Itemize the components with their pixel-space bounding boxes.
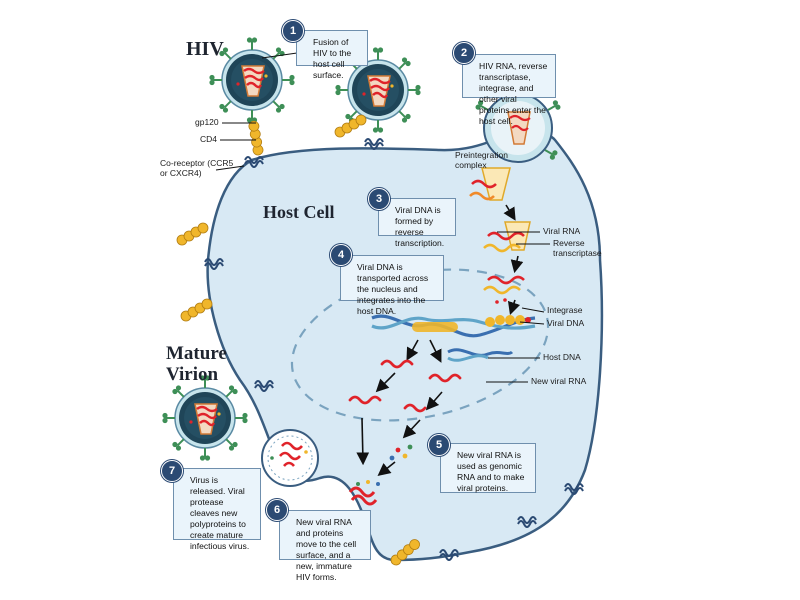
step-2-badge: 2: [453, 42, 475, 64]
mature-virion: [162, 375, 247, 460]
step-5-badge: 5: [428, 434, 450, 456]
step-7-badge: 7: [161, 460, 183, 482]
viral-protein-dots: [389, 444, 413, 461]
host-cell-label: Host Cell: [263, 202, 335, 222]
step-1-text: Fusion of HIV to the host cell surface.: [296, 30, 368, 80]
new-viral-rna-label: New viral RNA: [531, 376, 587, 386]
host-dna-label: Host DNA: [543, 352, 581, 362]
cd4-receptor-side-1: [176, 222, 209, 246]
host-cell-membrane: [206, 131, 604, 562]
step-4-text: Viral DNA is transported across the nucl…: [340, 255, 444, 316]
step-6-text: New viral RNA and proteins move to the c…: [279, 510, 371, 582]
step-2-text: HIV RNA, reverse transcriptase, integras…: [462, 54, 556, 126]
gp120-label: gp120: [195, 117, 219, 127]
step-6-badge: 6: [266, 499, 288, 521]
viral-dna-forming: [483, 275, 525, 304]
immature-virion-assembly: [348, 480, 380, 506]
step-4-badge: 4: [330, 244, 352, 266]
step-1-badge: 1: [282, 20, 304, 42]
step-7-text: Virus is released. Viral protease cleave…: [173, 468, 261, 551]
new-viral-rna-strands: [348, 359, 462, 413]
cd4-receptor-side-2: [180, 298, 213, 322]
budding-virion: [261, 429, 319, 487]
step-3-text: Viral DNA is formed by reverse transcrip…: [378, 198, 456, 248]
reverse-transcriptase-label: Reverse transcriptase: [553, 238, 602, 259]
viral-dna-label: Viral DNA: [547, 318, 585, 328]
cd4-label: CD4: [200, 134, 218, 144]
mature-virion-label: Mature Virion: [166, 343, 227, 386]
cd4-receptor-left: [239, 119, 272, 157]
coreceptor-label: Co-receptor (CCR5 or CXCR4): [160, 158, 234, 179]
integrase-label: Integrase: [547, 305, 583, 315]
step-3-badge: 3: [368, 188, 390, 210]
viral-rna-label: Viral RNA: [543, 226, 581, 236]
label-leader-lines: [215, 52, 550, 383]
step-5-text: New viral RNA is used as genomic RNA and…: [440, 443, 536, 493]
viral-entry-site: [473, 93, 563, 163]
reverse-transcription-complex: [483, 221, 531, 253]
hiv-title: HIV: [186, 38, 224, 60]
preintegration-complex: [469, 167, 511, 201]
preintegration-complex-label: Preintegration complex: [455, 150, 508, 171]
host-dna-helix: [371, 314, 536, 362]
